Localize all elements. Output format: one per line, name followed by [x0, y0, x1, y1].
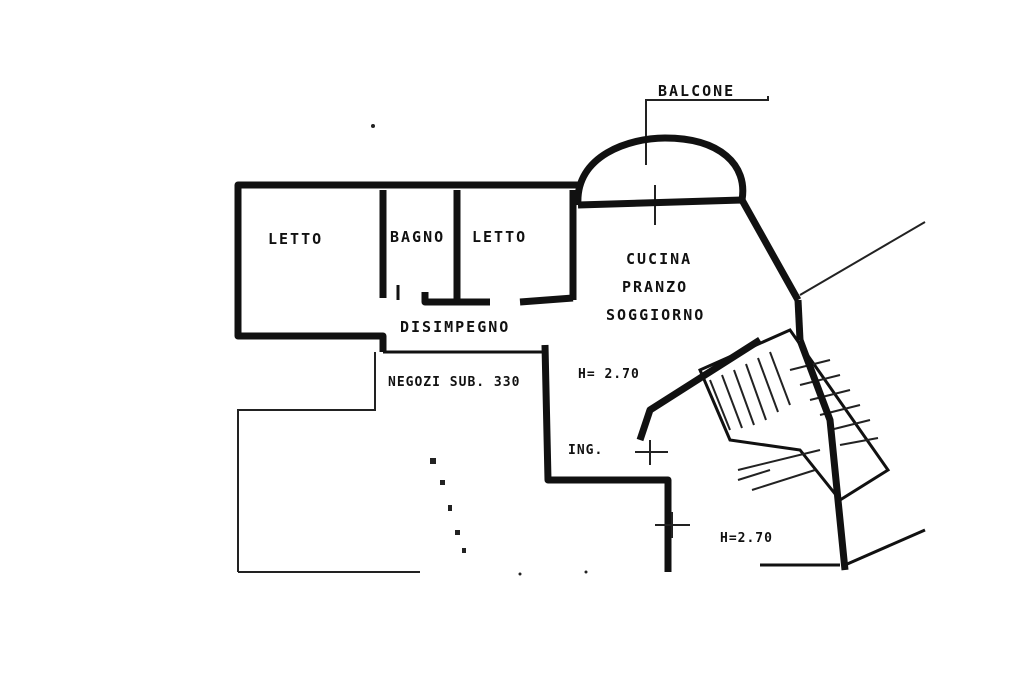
door-marks	[635, 440, 771, 538]
lower-right-walls	[760, 221, 926, 571]
scan-specks	[371, 124, 588, 576]
label-kitchen-2: PRANZO	[622, 278, 688, 296]
label-other-unit: NEGOZI SUB. 330	[388, 375, 520, 390]
label-height-secondary: H=2.70	[720, 531, 773, 546]
apartment-walls	[234, 181, 804, 572]
label-kitchen-3: SOGGIORNO	[606, 306, 705, 324]
neighbouring-unit-outline	[237, 352, 420, 573]
balcony-leader	[645, 96, 769, 165]
staircase	[698, 328, 891, 502]
label-bedroom-right: LETTO	[472, 228, 527, 246]
label-bathroom: BAGNO	[390, 228, 445, 246]
label-entrance: ING.	[568, 443, 603, 458]
label-bedroom-left: LETTO	[268, 230, 323, 248]
label-balcony: BALCONE	[658, 82, 735, 100]
label-hallway: DISIMPEGNO	[400, 318, 510, 336]
label-height-main: H= 2.70	[578, 367, 640, 382]
label-kitchen-1: CUCINA	[626, 250, 692, 268]
balcony-outline	[574, 134, 747, 225]
